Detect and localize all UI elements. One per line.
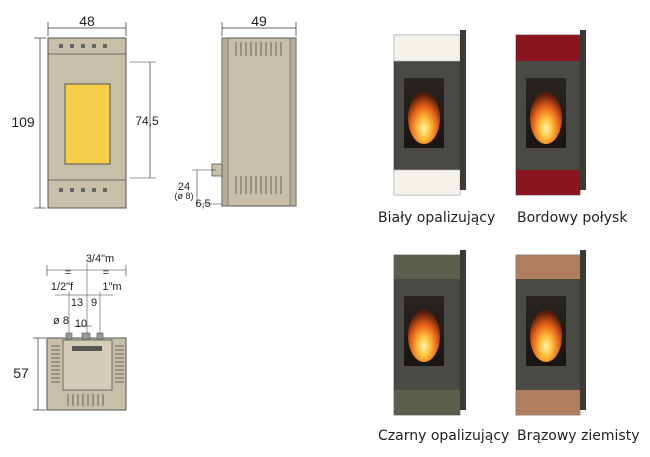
back-diameter-label: ø 8 [53,315,69,327]
top-connection-label: 3/4"m [86,253,114,265]
variant-label-brown: Brązowy ziemisty [517,428,640,444]
pipe-height-label: 24 [178,181,190,193]
pipe-diameter-label: (ø 8) [175,191,194,201]
left-connection-label: 1/2"f [51,281,74,293]
stove-black [393,250,466,416]
variant-label-white: Biały opalizujący [378,210,496,226]
spacing-a-label: 13 [71,297,83,309]
stove-bordeaux [515,30,586,196]
side-depth-label: 49 [251,13,267,29]
pipe-offset-label: 6,5 [195,198,210,210]
equal-right-label: = [103,267,109,279]
spacing-c-label: 10 [75,318,87,330]
front-view-drawing: 48 109 74,5 [11,13,159,209]
front-height-label: 109 [11,114,35,130]
back-view-drawing: 3/4"m = = 1/2"f 1"m 13 9 ø 8 10 57 [13,253,127,411]
stove-white [393,30,466,196]
front-glass-window [64,83,111,165]
stove-brown [515,250,586,416]
equal-left-label: = [65,267,71,279]
spacing-b-label: 9 [91,297,97,309]
back-height-label: 57 [13,365,29,381]
right-connection-label: 1"m [102,281,121,293]
variant-label-bordeaux: Bordowy połysk [517,210,628,226]
variant-label-black: Czarny opalizujący [378,428,510,444]
side-view-drawing: 49 24 (ø 8) 6,5 [175,13,297,210]
front-width-label: 48 [79,13,95,29]
glass-height-label: 74,5 [135,114,159,128]
